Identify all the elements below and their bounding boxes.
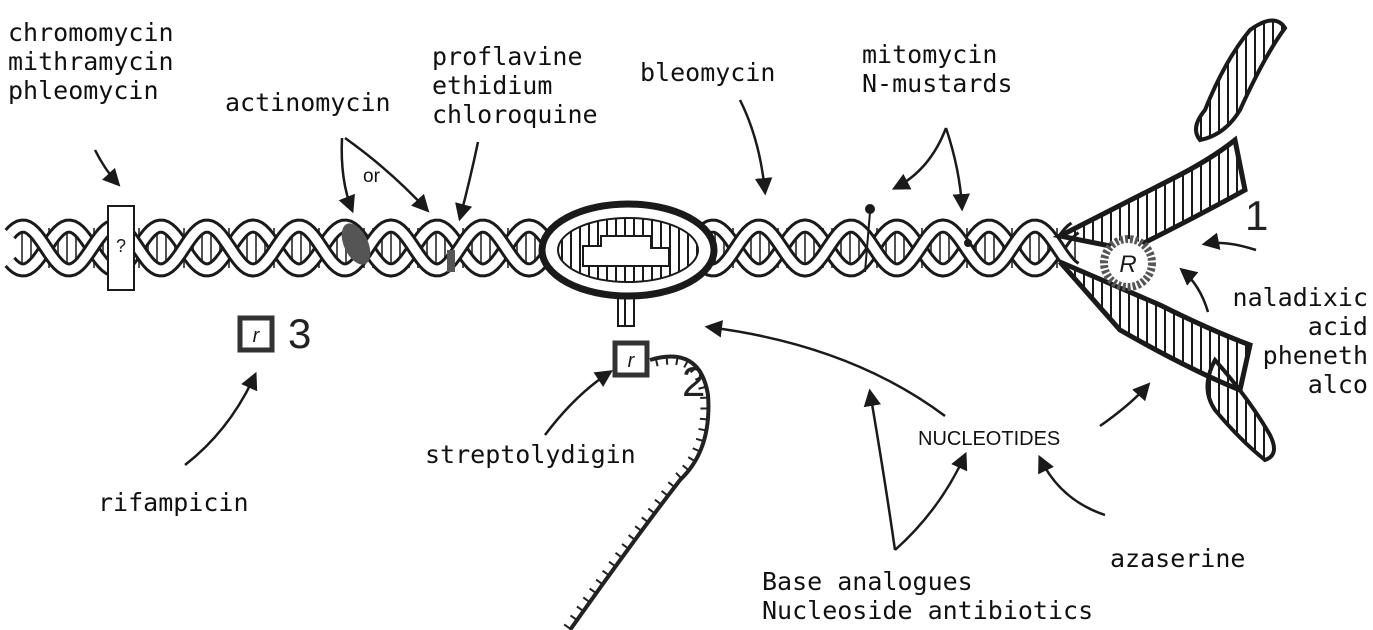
label-nucleotides: NUCLEOTIDES bbox=[918, 425, 1060, 454]
arrow-mitomycin-b bbox=[946, 128, 962, 208]
arrow-nucleotides-fork bbox=[1100, 385, 1148, 426]
label-chloroquine: chloroquine bbox=[432, 100, 598, 129]
rna-tick bbox=[655, 500, 661, 505]
arrow-actinomycin-b bbox=[345, 138, 427, 210]
rna-tick bbox=[635, 526, 641, 531]
rna-tick bbox=[667, 357, 668, 365]
rna-stem bbox=[618, 296, 634, 326]
rna-tick bbox=[676, 473, 682, 479]
label-or: or bbox=[363, 162, 380, 191]
label-ethidium: ethidium bbox=[432, 71, 598, 100]
rna-tick bbox=[668, 482, 674, 487]
question-mark: ? bbox=[116, 236, 126, 256]
arrow-nucleotides-rna bbox=[708, 327, 945, 416]
rna-tick bbox=[676, 357, 677, 365]
site-number-1: 1 bbox=[1245, 192, 1268, 240]
rna-tick bbox=[622, 544, 628, 549]
replicase-letter: R bbox=[1119, 251, 1136, 278]
arrow-chromomycin bbox=[95, 150, 118, 184]
rna-tick bbox=[662, 491, 668, 496]
label-proflavine: proflavine bbox=[432, 42, 598, 71]
site-number-3: 3 bbox=[288, 310, 311, 358]
label-alco: alco bbox=[1208, 370, 1368, 399]
arrow-rifampicin bbox=[185, 375, 255, 465]
label-phleomycin: phleomycin bbox=[8, 76, 174, 105]
rna-tick bbox=[629, 535, 635, 540]
label-n-mustards: N-mustards bbox=[862, 69, 1013, 98]
mustard-adduct bbox=[964, 239, 972, 247]
arrow-azaserine bbox=[1040, 458, 1105, 515]
arrow-bleomycin bbox=[740, 100, 765, 192]
label-mitomycin: mitomycin bbox=[862, 40, 1013, 69]
label-rifampicin: rifampicin bbox=[98, 488, 249, 517]
rna-tick bbox=[603, 571, 609, 576]
rna-tick bbox=[616, 553, 622, 558]
rna-tick bbox=[577, 606, 584, 611]
label-alkylators-group: mitomycin N-mustards bbox=[862, 40, 1013, 98]
fork-upper-arm bbox=[1060, 140, 1245, 250]
label-chromomycin: chromomycin bbox=[8, 18, 174, 47]
label-mithramycin: mithramycin bbox=[8, 47, 174, 76]
arrow-mitomycin-a bbox=[895, 128, 946, 188]
site-number-2: 2 bbox=[682, 358, 705, 406]
arrow-naladixic-a bbox=[1205, 243, 1256, 250]
label-naladixic-group: naladixic acid pheneth alco bbox=[1208, 283, 1368, 399]
label-nucleoside-antibiotics: Nucleoside antibiotics bbox=[762, 596, 1093, 625]
label-azaserine: azaserine bbox=[1110, 544, 1245, 573]
arrow-analogues-a bbox=[870, 392, 895, 550]
rna-tick bbox=[570, 615, 577, 620]
rna-tick bbox=[583, 597, 590, 602]
label-bleomycin: bleomycin bbox=[640, 58, 775, 87]
label-analogues-group: Base analogues Nucleoside antibiotics bbox=[762, 567, 1093, 625]
intercalator-mark bbox=[447, 250, 455, 272]
fork-top-twist bbox=[1196, 20, 1285, 140]
label-intercalators-group: proflavine ethidium chloroquine bbox=[432, 42, 598, 129]
label-acid: acid bbox=[1208, 312, 1368, 341]
label-base-analogues: Base analogues bbox=[762, 567, 1093, 596]
rna-tick bbox=[564, 624, 571, 629]
rna-tick bbox=[700, 419, 708, 420]
arrow-analogues-b bbox=[895, 455, 965, 550]
label-actinomycin: actinomycin bbox=[225, 88, 391, 117]
label-pheneth: pheneth bbox=[1208, 341, 1368, 370]
arrow-proflavine bbox=[460, 142, 478, 218]
rna-tick bbox=[596, 580, 602, 585]
arrow-actinomycin-a bbox=[342, 138, 352, 210]
label-streptolydigin: streptolydigin bbox=[425, 440, 636, 469]
rna-tick bbox=[648, 509, 654, 514]
rna-tick bbox=[683, 465, 689, 470]
rna-tick bbox=[590, 589, 597, 594]
rna-tick bbox=[642, 517, 648, 522]
arrow-naladixic-b bbox=[1182, 270, 1208, 312]
arrow-streptolydigin bbox=[545, 372, 610, 435]
label-chromomycin-group: chromomycin mithramycin phleomycin bbox=[8, 18, 174, 105]
rna-tick bbox=[609, 562, 615, 567]
label-naladixic: naladixic bbox=[1208, 283, 1368, 312]
